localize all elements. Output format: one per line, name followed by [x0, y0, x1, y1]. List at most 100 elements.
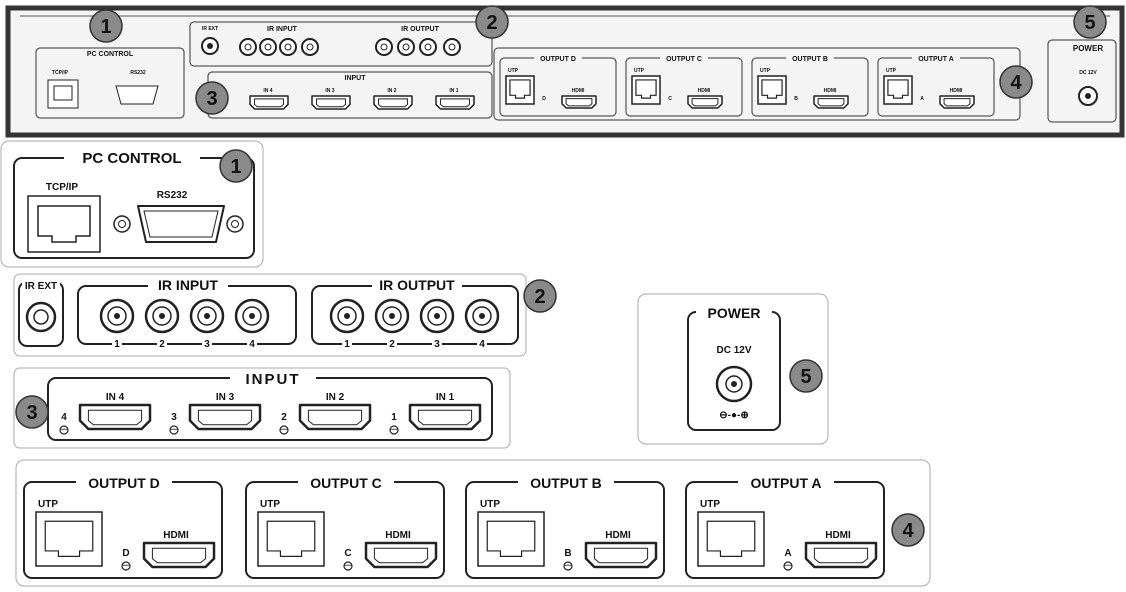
strip-ir-jack-2-icon: [259, 38, 277, 56]
strip-output-title-3: OUTPUT B: [792, 56, 828, 63]
ir-input-jack-4-icon[interactable]: [234, 298, 270, 334]
strip-output-utp-label-4: UTP: [886, 68, 897, 74]
hdmi-input-1-icon[interactable]: [78, 403, 152, 431]
output-d-rj45-port-icon[interactable]: [35, 511, 103, 567]
output-d-led-icon: [121, 561, 131, 571]
strip-output-2-hdmi-icon[interactable]: [687, 95, 723, 109]
callout-number: 2: [486, 12, 497, 34]
input-port-label-4: IN 1: [436, 392, 455, 403]
input-led-label-2: 3: [171, 412, 177, 423]
ir-output-jack-1-icon[interactable]: [329, 298, 365, 334]
output-a-hdmi-port-icon[interactable]: [804, 541, 878, 569]
rj45-port-icon[interactable]: [27, 195, 101, 253]
rear-panel-strip: PC CONTROL TCP/IP RS232 IR EXT IR INPUT …: [5, 5, 1125, 138]
input-led-2-icon: [169, 425, 179, 435]
ir-ext-label: IR EXT: [25, 281, 57, 292]
output-a-led-icon: [783, 561, 793, 571]
callout-badge-3: 3: [15, 395, 49, 429]
callout-number: 5: [1084, 12, 1095, 34]
callout-number: 1: [230, 156, 241, 178]
db9-serial-port-icon[interactable]: [113, 205, 244, 243]
output-utp-label-b: UTP: [480, 499, 500, 510]
strip-output-4-hdmi-icon[interactable]: [939, 95, 975, 109]
strip-output-led-label-4: A: [920, 96, 924, 102]
input-title: INPUT: [246, 371, 301, 388]
strip-output-3-rj45-icon[interactable]: [757, 75, 787, 105]
pc-control-title: PC CONTROL: [82, 150, 181, 167]
strip-rs232-label: RS232: [130, 70, 146, 76]
output-b-hdmi-port-icon[interactable]: [584, 541, 658, 569]
output-utp-label-a: UTP: [700, 499, 720, 510]
input-led-4-icon: [389, 425, 399, 435]
ir-jack-icon[interactable]: [25, 301, 57, 333]
strip-output-3-hdmi-icon[interactable]: [813, 95, 849, 109]
ir-input-number-4: 4: [249, 339, 255, 350]
strip-output-utp-label-1: UTP: [508, 68, 519, 74]
output-hdmi-label-a: HDMI: [825, 530, 851, 541]
input-led-1-icon: [59, 425, 69, 435]
strip-output-title-2: OUTPUT C: [666, 56, 702, 63]
output-hdmi-label-d: HDMI: [163, 530, 189, 541]
ir-input-jack-3-icon[interactable]: [189, 298, 225, 334]
output-title-b: OUTPUT B: [530, 475, 602, 491]
strip-ir-jack-4-icon: [301, 38, 319, 56]
callout-badge-2: 2: [475, 5, 509, 39]
output-utp-label-d: UTP: [38, 499, 58, 510]
strip-ir-input-title: IR INPUT: [267, 26, 298, 33]
ir-output-jack-4-icon[interactable]: [464, 298, 500, 334]
input-led-3-icon: [279, 425, 289, 435]
ir-output-jack-3-icon[interactable]: [419, 298, 455, 334]
output-d-hdmi-port-icon[interactable]: [142, 541, 216, 569]
strip-hdmi-input-3-icon[interactable]: [373, 95, 413, 110]
output-b-rj45-port-icon[interactable]: [477, 511, 545, 567]
callout-number: 3: [206, 88, 217, 110]
callout-number: 2: [534, 286, 545, 308]
strip-hdmi-input-1-icon[interactable]: [249, 95, 289, 110]
hdmi-input-2-icon[interactable]: [188, 403, 262, 431]
callout-number: 1: [100, 16, 111, 38]
ir-input-number-3: 3: [204, 339, 210, 350]
strip-hdmi-input-2-icon[interactable]: [311, 95, 351, 110]
strip-output-utp-label-2: UTP: [634, 68, 645, 74]
strip-output-title-1: OUTPUT D: [540, 56, 576, 63]
output-a-rj45-port-icon[interactable]: [697, 511, 765, 567]
ir-output-jack-2-icon[interactable]: [374, 298, 410, 334]
output-c-hdmi-port-icon[interactable]: [364, 541, 438, 569]
strip-output-1-hdmi-icon[interactable]: [561, 95, 597, 109]
strip-output-hdmi-label-3: HDMI: [824, 88, 837, 94]
hdmi-input-3-icon[interactable]: [298, 403, 372, 431]
callout-badge-2: 2: [523, 279, 557, 313]
strip-output-hdmi-label-1: HDMI: [572, 88, 585, 94]
strip-output-led-label-2: C: [668, 96, 672, 102]
strip-output-4-rj45-icon[interactable]: [883, 75, 913, 105]
strip-ir-jack-3-icon: [279, 38, 297, 56]
input-port-label-1: IN 4: [106, 392, 125, 403]
ir-input-jack-2-icon[interactable]: [144, 298, 180, 334]
ir-output-number-2: 2: [389, 339, 395, 350]
dc-power-jack-icon[interactable]: [715, 365, 753, 403]
power-polarity-symbol: ⊖-●-⊕: [719, 410, 748, 421]
output-c-rj45-port-icon[interactable]: [257, 511, 325, 567]
input-led-label-1: 4: [61, 412, 67, 423]
output-title-c: OUTPUT C: [310, 475, 382, 491]
power-title: POWER: [708, 305, 761, 321]
strip-hdmi-input-4-icon[interactable]: [435, 95, 475, 110]
output-utp-label-c: UTP: [260, 499, 280, 510]
hdmi-input-4-icon[interactable]: [408, 403, 482, 431]
strip-output-1-rj45-icon[interactable]: [505, 75, 535, 105]
callout-number: 4: [902, 520, 914, 542]
power-panel: POWER DC 12V ⊖-●-⊕: [637, 293, 829, 445]
ir-input-jack-1-icon[interactable]: [99, 298, 135, 334]
output-led-label-d: D: [122, 548, 129, 559]
output-led-label-c: C: [344, 548, 351, 559]
callout-badge-5: 5: [789, 359, 823, 393]
ir-input-number-2: 2: [159, 339, 165, 350]
strip-output-2-rj45-icon[interactable]: [631, 75, 661, 105]
